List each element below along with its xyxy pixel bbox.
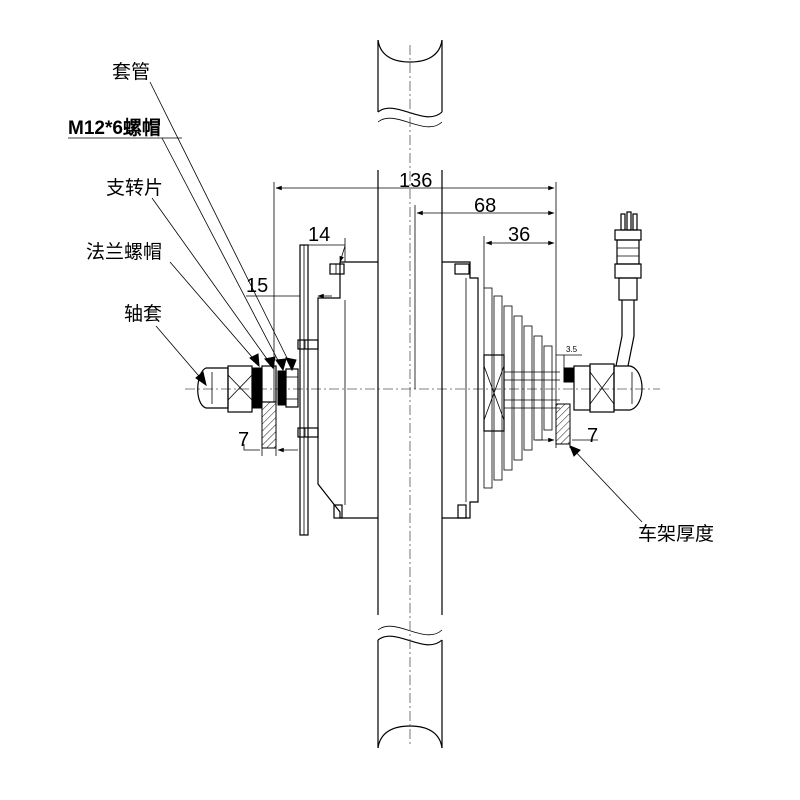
dimension-14-label: 14	[308, 224, 330, 246]
leader-axle-sleeve	[155, 325, 205, 383]
dimension-14	[304, 238, 346, 263]
motor-cable-connector	[614, 211, 642, 367]
dimension-left-7	[243, 412, 298, 456]
dimension-right-7-label: 7	[587, 425, 598, 447]
leader-sleeve	[149, 81, 293, 369]
leader-frame-thickness	[571, 447, 643, 523]
rim-section	[377, 39, 443, 749]
dimension-15-label: 15	[246, 275, 268, 297]
dimension-36	[483, 236, 555, 288]
dimension-3-5	[556, 354, 582, 368]
dimension-136	[273, 182, 557, 404]
dimension-68	[414, 205, 555, 389]
dimension-right-7	[536, 430, 598, 448]
left-frame-dropout	[261, 401, 277, 449]
freewheel-cassette	[483, 287, 560, 489]
left-torque-plate	[299, 244, 309, 536]
leader-flange-nut	[169, 261, 259, 365]
left-axle-assembly	[197, 365, 299, 413]
label-flange-nut: 法兰螺帽	[86, 241, 162, 263]
right-frame-dropout	[555, 403, 571, 445]
dimension-136-label: 136	[399, 170, 432, 192]
leader-torque-plate	[151, 197, 273, 367]
label-torque-plate: 支转片	[106, 177, 163, 199]
label-sleeve: 套管	[112, 61, 150, 83]
label-frame-thickness: 车架厚度	[638, 523, 714, 545]
label-axle-sleeve: 轴套	[124, 303, 162, 325]
dimension-left-7-label: 7	[238, 429, 249, 451]
dimension-68-label: 68	[474, 195, 496, 217]
dimension-36-label: 36	[508, 224, 530, 246]
label-nut: M12*6螺帽	[68, 116, 161, 139]
dimension-3-5-label: 3.5	[566, 345, 578, 354]
right-axle-assembly	[563, 363, 643, 413]
leader-nut	[161, 137, 283, 369]
left-motor-cover	[297, 261, 378, 519]
right-motor-cover	[442, 261, 479, 519]
